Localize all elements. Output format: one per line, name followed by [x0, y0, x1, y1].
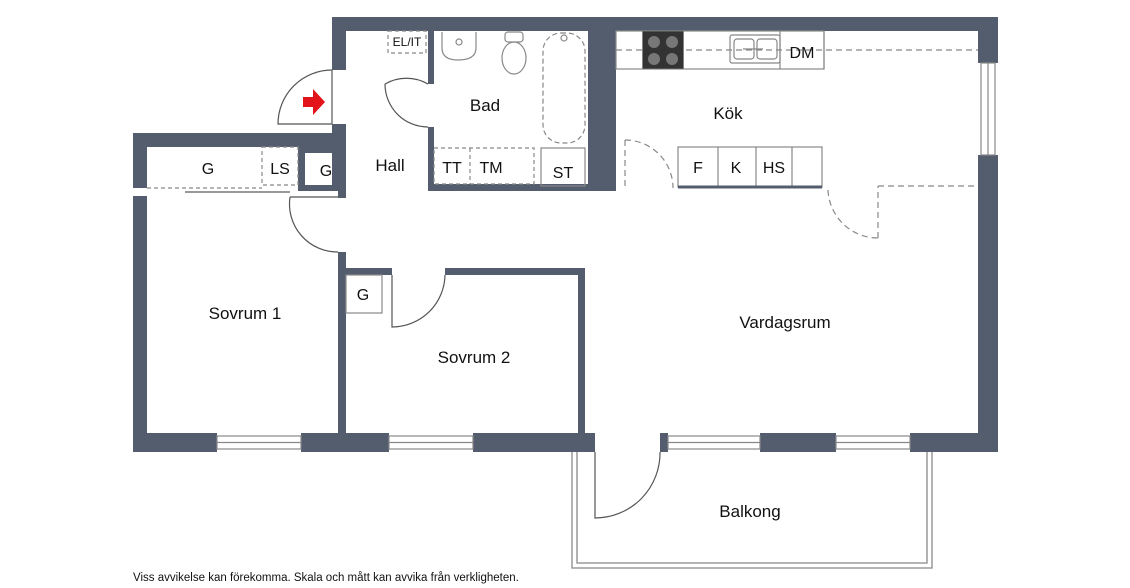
label-g-bedroom2: G	[357, 287, 369, 304]
label-el-it: EL/IT	[393, 35, 422, 49]
label-f: F	[693, 160, 703, 177]
walls	[133, 17, 998, 452]
label-hs: HS	[763, 160, 785, 177]
room-label-kok: Kök	[713, 104, 743, 123]
room-label-hall: Hall	[375, 156, 404, 175]
label-dm: DM	[790, 45, 815, 62]
label-g-hall: G	[320, 163, 332, 180]
bathroom-fixtures	[387, 30, 586, 187]
label-g-bedroom1: G	[202, 161, 214, 178]
label-tm: TM	[479, 160, 502, 177]
arrow-right-icon	[303, 89, 325, 115]
wardrobes	[147, 146, 383, 314]
balcony	[571, 452, 933, 569]
room-label-balkong: Balkong	[719, 502, 780, 521]
kitchen-counter	[615, 30, 825, 70]
room-label-bad: Bad	[470, 96, 500, 115]
label-k: K	[731, 160, 742, 177]
disclaimer-text: Viss avvikelse kan förekomma. Skala och …	[133, 572, 519, 584]
kitchen-appliances	[677, 146, 823, 189]
label-ls: LS	[270, 161, 290, 178]
windows	[216, 62, 996, 450]
doors	[277, 69, 661, 519]
label-tt: TT	[442, 160, 462, 177]
kitchen-openings	[616, 49, 978, 239]
room-label-vardagsrum: Vardagsrum	[739, 313, 830, 332]
label-st: ST	[553, 165, 574, 182]
room-label-sovrum1: Sovrum 1	[209, 304, 282, 323]
room-label-sovrum2: Sovrum 2	[438, 348, 511, 367]
